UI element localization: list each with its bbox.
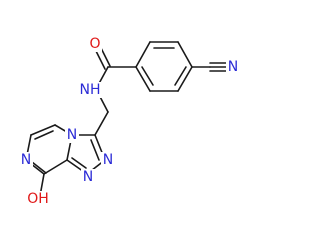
hydroxyl-label: OH	[24, 191, 52, 207]
bond-benzene-4	[177, 66, 193, 92]
chemical-structure-diagram: O NH N N N N N OH	[19, 36, 240, 207]
atom-labels: O NH N N N N N OH	[19, 36, 240, 207]
bond-benzene-3	[177, 41, 193, 68]
bond-benzene-inner-2	[174, 66, 187, 86]
bond-pyrazine-c8-c8a	[43, 159, 68, 175]
amide-nh-text: NH	[80, 82, 101, 98]
ring-n-triazole-a-text: N	[103, 152, 113, 168]
bond-carbonyl-double-a	[100, 47, 111, 67]
bond-benzene-6	[135, 66, 151, 92]
ring-n-fused-label: N	[65, 127, 79, 143]
ring-n-triazole-b-text: N	[83, 169, 93, 185]
ring-n-pyrazine-label: N	[19, 152, 33, 168]
hydroxyl-text: OH	[27, 191, 49, 207]
bond-pyrazine-inner-1	[34, 130, 54, 140]
ring-n-pyrazine-text: N	[21, 152, 31, 168]
bond-ch2-triazole	[94, 111, 109, 136]
ring-n-triazole-b-label: N	[81, 169, 95, 185]
bond-carbonyl-double-b	[95, 50, 106, 70]
carbonyl-oxygen-label: O	[88, 36, 102, 52]
carbonyl-oxygen-text: O	[89, 36, 100, 52]
ring-n-triazole-a-label: N	[101, 152, 115, 168]
bond-benzene-1	[135, 41, 151, 68]
ring-n-fused-text: N	[67, 127, 77, 143]
bond-benzene-inner-3	[141, 66, 154, 86]
bond-pyrazine-inner-2	[31, 161, 47, 174]
nitrile-n-text: N	[228, 59, 238, 75]
bond-triazole-inner-1	[90, 139, 100, 161]
amide-nh-label: NH	[77, 82, 103, 98]
nitrile-n-label: N	[226, 59, 240, 75]
bonds	[25, 41, 227, 197]
bond-pyrazine-c5-c6	[30, 124, 56, 136]
bond-triazole-inner-2	[71, 157, 87, 169]
